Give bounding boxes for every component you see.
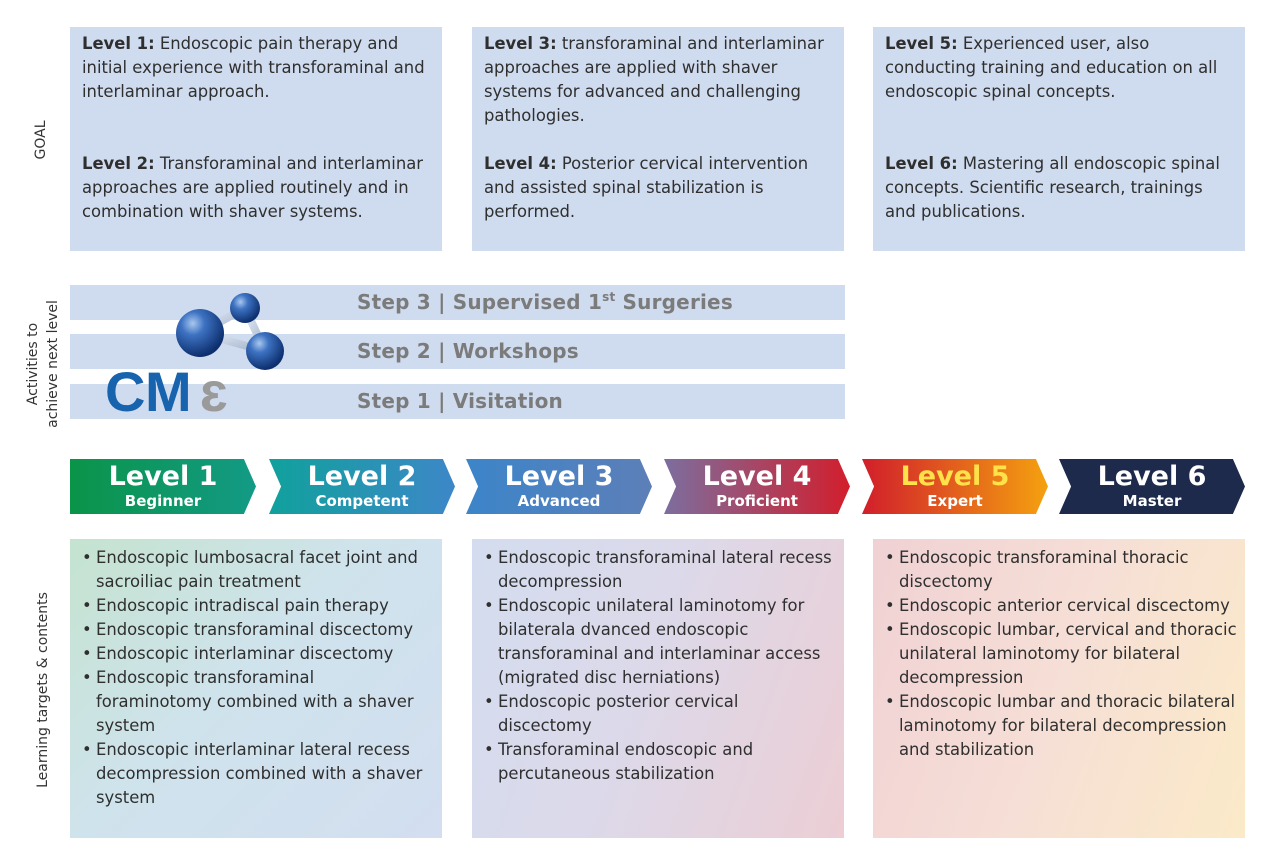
activities-side-label-line2: achieve next level (45, 300, 61, 428)
goal-level-4: Level 4: Posterior cervical intervention… (484, 154, 809, 221)
content-list-1: Endoscopic lumbosacral facet joint and s… (82, 546, 434, 810)
goal-level-5: Level 5: Experienced user, also conducti… (885, 34, 1218, 101)
goal-box-levels-1-2: Level 1: Endoscopic pain therapy and ini… (70, 27, 442, 251)
level-1-arrow: Level 1 Beginner (70, 459, 256, 514)
level-3-subtitle: Advanced (517, 492, 601, 510)
learning-side-label: Learning targets & contents (35, 592, 51, 788)
level-2-title: Level 2 (307, 461, 417, 492)
learning-target-item: Endoscopic lumbar and thoracic bilateral… (885, 690, 1237, 762)
learning-target-item: Endoscopic transforaminal lateral recess… (484, 546, 836, 594)
activities-side-label: Activities to achieve next level (23, 289, 63, 439)
level-4-subtitle: Proficient (716, 492, 798, 510)
learning-target-item: Endoscopic posterior cervical discectomy (484, 690, 836, 738)
content-list-2: Endoscopic transforaminal lateral recess… (484, 546, 836, 786)
logo-letter-c: C (105, 360, 145, 418)
learning-target-item: Endoscopic interlaminar discectomy (82, 642, 434, 666)
content-box-levels-1-2: Endoscopic lumbosacral facet joint and s… (70, 539, 442, 838)
learning-target-item: Endoscopic intradiscal pain therapy (82, 594, 434, 618)
level-5-title: Level 5 (900, 461, 1010, 492)
level-2-arrow: Level 2 Competent (269, 459, 455, 514)
learning-target-item: Endoscopic lumbosacral facet joint and s… (82, 546, 434, 594)
molecule-icon: C M ɛ (105, 293, 284, 423)
cme-logo: C M ɛ (105, 288, 295, 423)
level-6-title: Level 6 (1097, 461, 1207, 492)
goal-box-levels-5-6: Level 5: Experienced user, also conducti… (873, 27, 1245, 251)
logo-letter-e: ɛ (200, 360, 228, 418)
level-6-arrow: Level 6 Master (1059, 459, 1245, 514)
level-1-title: Level 1 (108, 461, 218, 492)
content-box-levels-3-4: Endoscopic transforaminal lateral recess… (472, 539, 844, 838)
goal-side-label: GOAL (33, 120, 49, 160)
step-2-label: Step 2 | Workshops (357, 339, 579, 363)
learning-target-item: Endoscopic lumbar, cervical and thoracic… (885, 618, 1237, 690)
level-3-arrow: Level 3 Advanced (466, 459, 652, 514)
learning-target-item: Endoscopic interlaminar lateral recess d… (82, 738, 434, 810)
step-3-label: Step 3 | Supervised 1st Surgeries (357, 290, 733, 314)
level-4-title: Level 4 (702, 461, 812, 492)
learning-target-item: Endoscopic unilateral laminotomy for bil… (484, 594, 836, 690)
learning-target-item: Endoscopic transforaminal thoracic disce… (885, 546, 1237, 594)
activities-side-label-line1: Activities to (25, 322, 41, 406)
level-3-title: Level 3 (504, 461, 614, 492)
goal-level-1: Level 1: Endoscopic pain therapy and ini… (82, 34, 425, 101)
learning-target-item: Endoscopic transforaminal foraminotomy c… (82, 666, 434, 738)
content-list-3: Endoscopic transforaminal thoracic disce… (885, 546, 1237, 762)
step-1-bar (70, 384, 845, 419)
level-2-subtitle: Competent (315, 492, 409, 510)
level-1-subtitle: Beginner (124, 492, 202, 510)
goal-box-levels-3-4: Level 3: transforaminal and interlaminar… (472, 27, 844, 251)
level-4-arrow: Level 4 Proficient (664, 459, 850, 514)
level-5-subtitle: Expert (927, 492, 983, 510)
level-6-subtitle: Master (1122, 492, 1182, 510)
level-5-arrow: Level 5 Expert (862, 459, 1048, 514)
goal-level-2: Level 2: Transforaminal and interlaminar… (82, 154, 424, 221)
step-1-label: Step 1 | Visitation (357, 389, 563, 413)
learning-target-item: Transforaminal endoscopic and percutaneo… (484, 738, 836, 786)
learning-target-item: Endoscopic anterior cervical discectomy (885, 594, 1237, 618)
content-box-levels-5-6: Endoscopic transforaminal thoracic disce… (873, 539, 1245, 838)
logo-letter-m: M (145, 360, 192, 418)
goal-level-3: Level 3: transforaminal and interlaminar… (484, 34, 824, 125)
learning-target-item: Endoscopic transforaminal discectomy (82, 618, 434, 642)
goal-level-6: Level 6: Mastering all endoscopic spinal… (885, 154, 1220, 221)
